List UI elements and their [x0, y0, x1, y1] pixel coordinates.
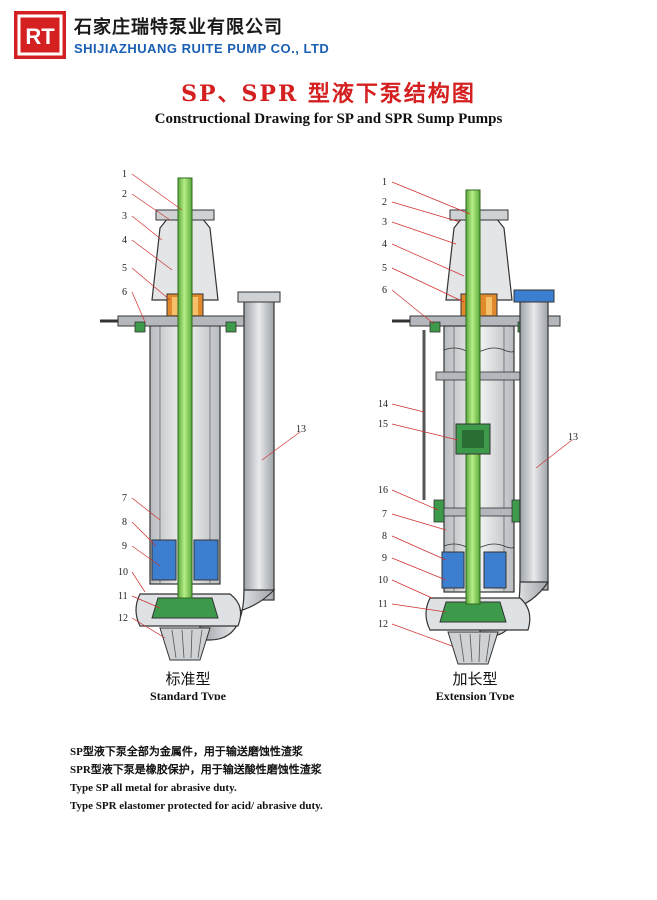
extension-part-number: 4: [382, 239, 387, 250]
note-line: Type SPR elastomer protected for acid/ a…: [70, 800, 323, 812]
standard-part-labels: 1 2 3 4 5 6 7 8 9 10 11 12 13: [118, 169, 306, 639]
pump-diagrams: 1 2 3 4 5 6 7 8 9 10 11 12 13: [100, 169, 578, 700]
standard-part-number: 11: [118, 591, 128, 602]
company-logo: RT: [13, 10, 67, 60]
standard-discharge-pipe: [243, 299, 275, 601]
page-title-en: Constructional Drawing for SP and SPR Su…: [154, 111, 503, 127]
standard-part-number: 2: [122, 189, 127, 200]
extension-caption-en: Extension Type: [436, 689, 515, 700]
extension-liner-right: [483, 551, 507, 589]
extension-part-number: 3: [382, 217, 387, 228]
extension-part-number: 6: [382, 285, 387, 296]
extension-part-number: 5: [382, 263, 387, 274]
standard-part-number: 8: [122, 517, 127, 528]
extension-part-number: 15: [378, 419, 388, 430]
extension-part-number: 1: [382, 177, 387, 188]
notes-block: SP型液下泵全部为金属件，用于输送磨蚀性渣浆 SPR型液下泵是橡胶保护，用于输送…: [70, 743, 630, 815]
extension-part-number: 12: [378, 619, 388, 630]
standard-part-number: 3: [122, 211, 127, 222]
standard-impeller: [151, 597, 219, 619]
standard-caption-en: Standard Type: [150, 689, 227, 700]
extension-caption-cn: 加长型: [452, 670, 497, 688]
extension-part-number: 9: [382, 553, 387, 564]
extension-part-labels: 1 2 3 4 5 6 14 15 16 7 8 9 10 11 12 13: [378, 177, 578, 647]
extension-liner-left: [441, 551, 465, 589]
extension-part-number: 7: [382, 509, 387, 520]
standard-part-number: 12: [118, 613, 128, 624]
standard-part-number: 6: [122, 287, 127, 298]
standard-part-number: 1: [122, 169, 127, 180]
standard-part-number: 13: [296, 424, 306, 435]
company-name-cn: 石家庄瑞特泵业有限公司: [74, 17, 283, 38]
standard-part-number: 10: [118, 567, 128, 578]
standard-part-number: 7: [122, 493, 127, 504]
extension-part-number: 10: [378, 575, 388, 586]
extension-shaft: [465, 189, 481, 605]
standard-part-number: 4: [122, 235, 127, 246]
extension-strainer: [447, 631, 499, 665]
extension-impeller: [439, 601, 507, 623]
standard-strainer: [159, 627, 211, 661]
standard-part-number: 9: [122, 541, 127, 552]
logo-text: RT: [25, 24, 55, 49]
note-line: Type SP all metal for abrasive duty.: [70, 782, 237, 794]
logo-background: [14, 11, 66, 59]
standard-caption-cn: 标准型: [165, 670, 210, 688]
extension-part-number: 13: [568, 432, 578, 443]
logo-frame: [17, 14, 63, 56]
page-title-cn: SP、SPR 型液下泵结构图: [181, 81, 476, 107]
standard-liner-right: [193, 539, 219, 581]
standard-part-number: 5: [122, 263, 127, 274]
extension-part-number: 11: [378, 599, 388, 610]
extension-part-number: 8: [382, 531, 387, 542]
extension-pump-drawing: [392, 189, 561, 665]
extension-part-number: 2: [382, 197, 387, 208]
company-name-en: SHIJIAZHUANG RUITE PUMP CO., LTD: [74, 41, 330, 56]
note-line: SPR型液下泵是橡胶保护，用于输送酸性磨蚀性渣浆: [70, 764, 322, 776]
note-line: SP型液下泵全部为金属件，用于输送磨蚀性渣浆: [70, 746, 303, 758]
extension-part-number: 16: [378, 485, 388, 496]
extension-discharge-pipe: [519, 299, 549, 591]
standard-shaft: [177, 177, 193, 599]
standard-liner-left: [151, 539, 177, 581]
standard-pump-drawing: [100, 177, 281, 661]
extension-part-number: 14: [378, 399, 388, 410]
